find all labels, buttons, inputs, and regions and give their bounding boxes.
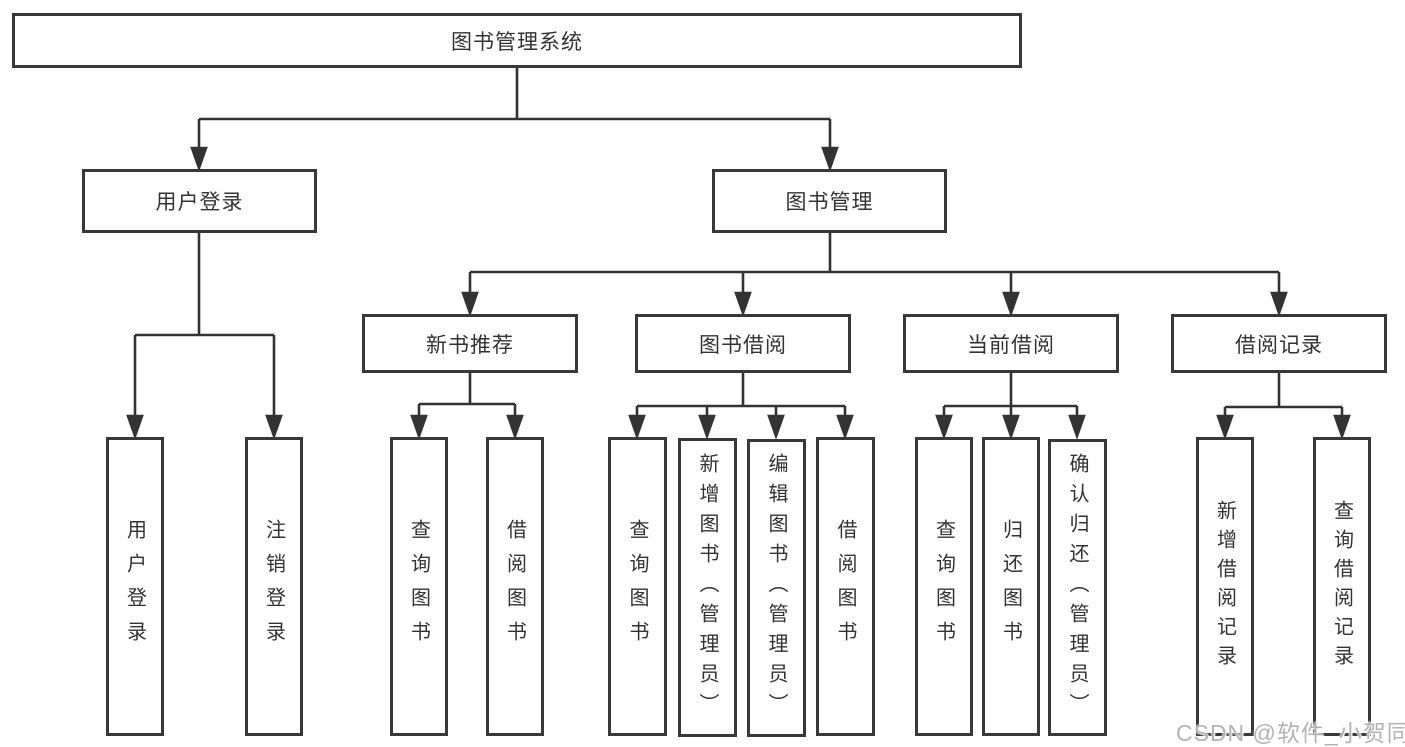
leaf-add-books-admin: 新增图书（管理员） [678, 438, 737, 737]
leaf-confirm-return-admin: 确认归还（管理员） [1048, 439, 1107, 736]
leaf-query-books-borrow: 查询图书 [608, 437, 667, 736]
node-current-borrow: 当前借阅 [903, 314, 1119, 373]
leaf-query-books-recommend: 查询图书 [390, 437, 448, 736]
leaf-edit-books-admin: 编辑图书（管理员） [747, 439, 806, 737]
leaf-user-login: 用户登录 [106, 437, 164, 736]
leaf-add-borrow-record: 新增借阅记录 [1196, 437, 1254, 736]
node-book-borrow: 图书借阅 [635, 314, 851, 373]
leaf-return-books: 归还图书 [982, 437, 1040, 736]
leaf-logout: 注销登录 [245, 437, 303, 736]
watermark: CSDN @软件_小贺同学 [1176, 720, 1405, 746]
leaf-query-books-current: 查询图书 [915, 437, 973, 736]
node-user-login: 用户登录 [82, 169, 317, 233]
leaf-query-borrow-record: 查询借阅记录 [1313, 437, 1371, 736]
node-book-management: 图书管理 [712, 169, 947, 233]
node-new-book-recommend: 新书推荐 [362, 314, 578, 373]
node-borrow-records: 借阅记录 [1171, 314, 1387, 373]
node-library-management-system: 图书管理系统 [12, 13, 1022, 68]
leaf-borrow-books-borrow: 借阅图书 [816, 437, 875, 736]
leaf-borrow-books-recommend: 借阅图书 [486, 437, 544, 736]
